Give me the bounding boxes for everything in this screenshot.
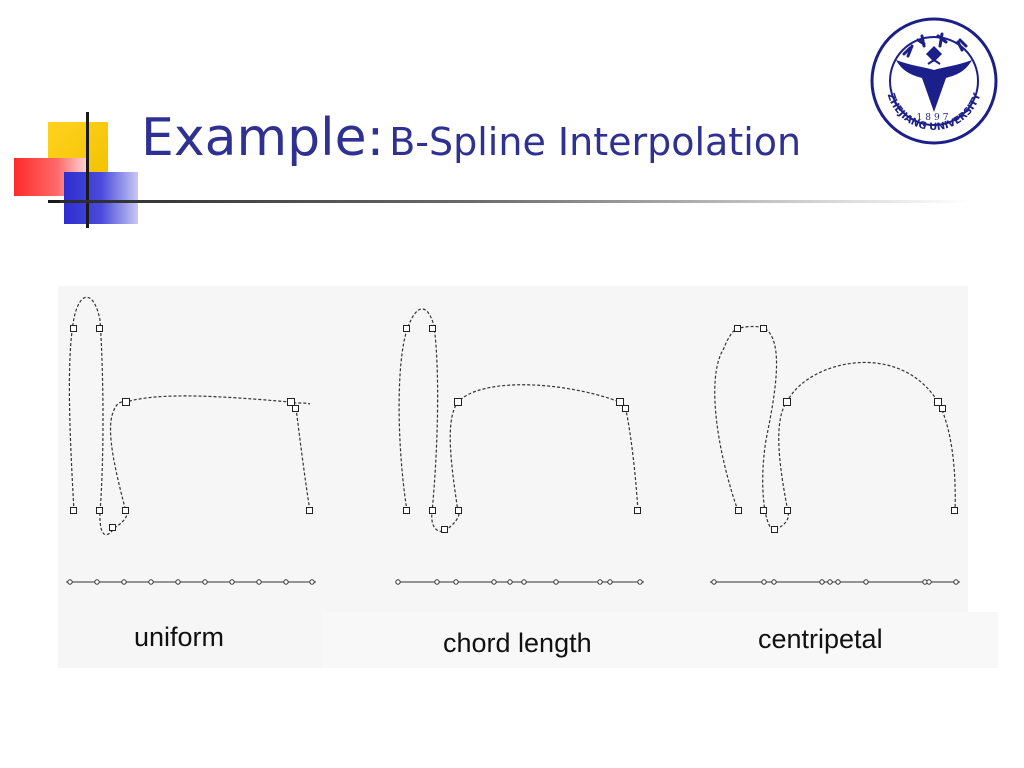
panel-chord-length-points xyxy=(403,325,641,533)
control-point xyxy=(441,526,448,533)
title-underline xyxy=(60,200,970,203)
label-uniform: uniform xyxy=(134,622,225,652)
label-chord-length: chord length xyxy=(443,628,592,658)
control-point xyxy=(934,398,942,406)
corner-blue-block xyxy=(64,172,138,224)
control-point xyxy=(287,398,295,406)
control-point xyxy=(96,325,103,332)
control-point xyxy=(771,526,778,533)
control-point xyxy=(784,507,791,514)
control-point xyxy=(783,398,791,406)
label-centripetal: centripetal xyxy=(758,624,883,654)
control-point xyxy=(96,507,103,514)
title-main: Example: xyxy=(141,108,385,168)
control-point xyxy=(403,325,410,332)
title-sub: B-Spline Interpolation xyxy=(389,120,802,164)
control-point xyxy=(760,507,767,514)
control-point xyxy=(622,405,629,412)
corner-vertical-line xyxy=(86,112,89,228)
control-point xyxy=(70,507,77,514)
control-point xyxy=(122,398,130,406)
uniform-curve xyxy=(68,296,311,536)
control-point xyxy=(70,325,77,332)
control-point xyxy=(122,507,129,514)
panel-chord-length-knots xyxy=(395,579,644,585)
university-seal-logo: 1897 ZHEJIANG UNIVERSITY xyxy=(870,17,998,145)
figure-background xyxy=(58,286,968,668)
panel-uniform-knots xyxy=(66,579,316,585)
control-point xyxy=(292,405,299,412)
control-point xyxy=(403,507,410,514)
control-point xyxy=(616,398,624,406)
control-point xyxy=(109,524,116,531)
control-point xyxy=(454,398,462,406)
figure-label-strip xyxy=(322,612,998,668)
panel-centripetal-knots xyxy=(710,579,960,585)
logo-year: 1897 xyxy=(917,113,952,123)
control-point xyxy=(734,325,741,332)
panel-uniform-points xyxy=(70,325,313,531)
control-point xyxy=(429,507,436,514)
control-point xyxy=(760,325,767,332)
control-point xyxy=(306,507,313,514)
control-point xyxy=(455,507,462,514)
panel-uniform xyxy=(68,296,311,536)
panel-centripetal-points xyxy=(734,325,958,533)
control-point xyxy=(634,507,641,514)
control-point xyxy=(951,507,958,514)
control-point xyxy=(939,405,946,412)
control-point xyxy=(735,507,742,514)
slide-title: Example: B-Spline Interpolation xyxy=(141,112,801,164)
control-point xyxy=(429,325,436,332)
